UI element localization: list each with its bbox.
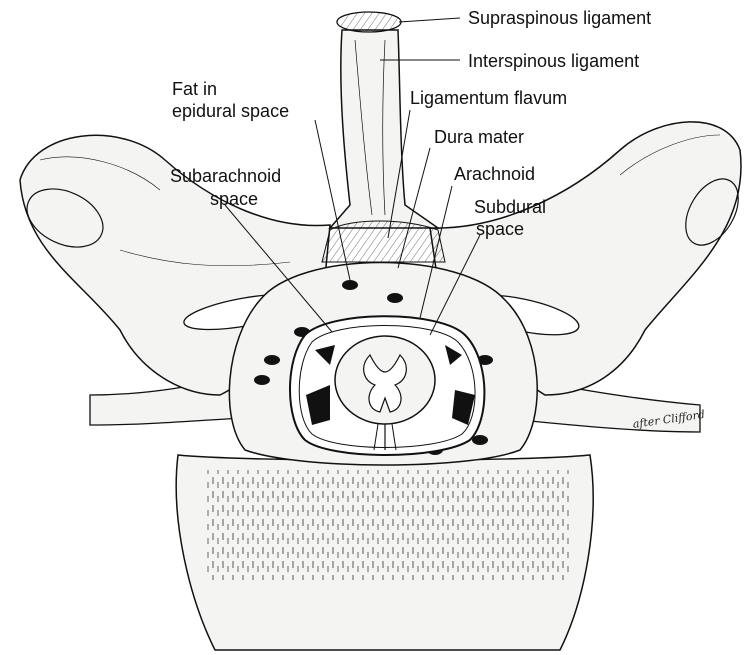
- vertebral-body: [176, 455, 593, 650]
- label-subdural-line1: Subdural: [474, 196, 546, 218]
- label-subarachnoid-line2: space: [210, 188, 258, 210]
- ligamentum-flavum-shape: [322, 221, 445, 262]
- label-subarachnoid-line1: Subarachnoid: [170, 165, 281, 187]
- label-arachnoid: Arachnoid: [454, 163, 535, 185]
- label-interspinous-ligament: Interspinous ligament: [468, 50, 639, 72]
- label-ligamentum-flavum: Ligamentum flavum: [410, 87, 567, 109]
- supraspinous-ligament-shape: [337, 12, 401, 32]
- label-subdural-line2: space: [476, 218, 524, 240]
- label-fat-line2: epidural space: [172, 100, 289, 122]
- label-dura-mater: Dura mater: [434, 126, 524, 148]
- label-supraspinous-ligament: Supraspinous ligament: [468, 7, 651, 29]
- label-fat-line1: Fat in: [172, 78, 217, 100]
